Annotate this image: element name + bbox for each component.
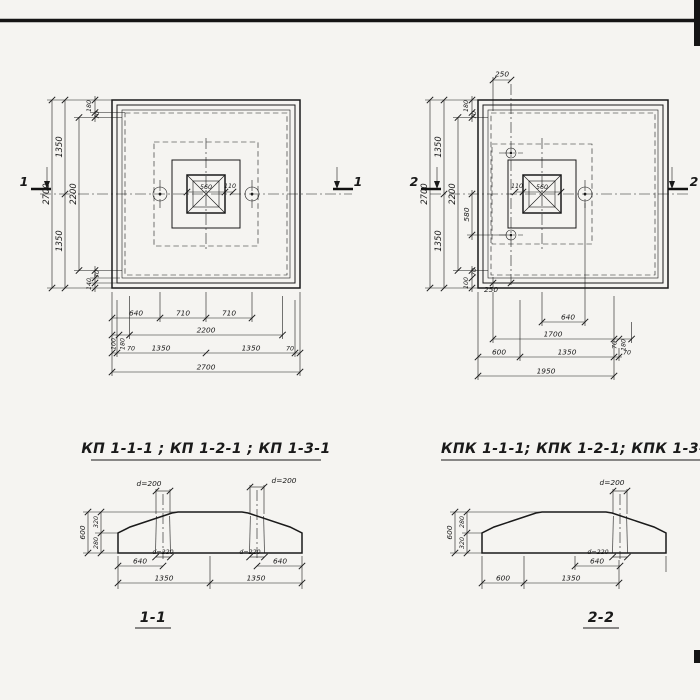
dim-600-b: 600: [492, 348, 506, 357]
dim-70-v-bot: 70: [94, 270, 101, 278]
dim-320-v: 320: [459, 537, 466, 549]
dim-580-v: 580: [462, 207, 471, 221]
plan-left: 1 1 2700 1350 1350 2200 180 70 70: [20, 96, 363, 376]
dim-100-v: 100: [463, 277, 470, 289]
dim-70-v-top: 70: [94, 111, 101, 119]
dim-70-bl: 70: [127, 346, 135, 353]
dim-1700-b: 1700: [544, 330, 563, 339]
dim-110: 110: [511, 183, 523, 190]
dim-180-v: 180: [463, 100, 470, 112]
dim-280-v: 280: [93, 537, 100, 549]
dim-70-v-top: 70: [471, 111, 478, 119]
series-title-right: КПК 1-1-1; КПК 1-2-1; КПК 1-3-1: [441, 441, 700, 457]
titles: КП 1-1-1 ; КП 1-2-1 ; КП 1-3-1 КПК 1-1-1…: [81, 441, 700, 461]
dim-1350-bot: 1350: [54, 230, 64, 251]
dim-2200-v: 2200: [68, 183, 78, 204]
dim-1950-b: 1950: [537, 367, 556, 376]
dim-640-left: 640: [133, 557, 147, 566]
section-1-1: d=200 d=200 d=220 d=220 600 320 280 640 …: [78, 476, 306, 629]
dim-180-b: 180: [120, 338, 127, 350]
cut-label-2-left: 2: [410, 174, 419, 189]
section-title-2-2: 2-2: [588, 610, 615, 626]
dim-d200: d=200: [600, 478, 625, 487]
dim-2200-b: 2200: [197, 326, 216, 335]
dim-560: 560: [200, 184, 212, 191]
dim-1350-bot: 1350: [433, 230, 443, 251]
dim-600-b: 600: [496, 574, 510, 583]
dim-d200-left: d=200: [137, 479, 162, 488]
plan-right: 2 2 250 250: [410, 70, 699, 380]
section-cut-1-right: 1: [333, 167, 363, 191]
dim-640-b: 640: [561, 313, 575, 322]
dim-70-b2: 70: [623, 350, 631, 357]
dim-140-v: 140: [86, 278, 93, 290]
dim-710-r: 710: [222, 309, 236, 318]
section-2-2: d=200 d=220 600 280 320 640 600 1350 2-2: [445, 478, 667, 629]
dim-250-bot: 250: [484, 285, 498, 294]
dim-d200-right: d=200: [272, 476, 297, 485]
dim-1350-br: 1350: [242, 344, 261, 353]
dim-1350-top: 1350: [54, 136, 64, 157]
dim-600-v: 600: [445, 525, 454, 539]
dim-70-v-bot: 70: [471, 268, 478, 276]
dim-2200-v: 2200: [447, 183, 457, 204]
dim-640: 640: [590, 557, 604, 566]
dim-640-b: 640: [129, 309, 143, 318]
dim-2700-v: 2700: [419, 183, 429, 204]
dim-1350-right: 1350: [247, 574, 266, 583]
cut-label-1-right: 1: [354, 174, 363, 189]
dim-d220-left: d=220: [152, 549, 173, 556]
dim-180-v: 180: [86, 100, 93, 112]
dim-100-b: 100: [111, 338, 118, 350]
dim-180-b: 180: [621, 339, 628, 351]
series-title-left: КП 1-1-1 ; КП 1-2-1 ; КП 1-3-1: [81, 441, 330, 457]
sheet-frame: [0, 0, 700, 663]
dim-710-l: 710: [176, 309, 190, 318]
dim-70-br: 70: [286, 346, 294, 353]
dim-1350-bl: 1350: [152, 344, 171, 353]
dim-d220-right: d=220: [239, 549, 260, 556]
dim-2700-b: 2700: [197, 363, 216, 372]
dim-2700-v: 2700: [41, 183, 51, 204]
section-title-1-1: 1-1: [140, 610, 167, 626]
cut-label-2-right: 2: [690, 174, 699, 189]
dim-280-v: 280: [459, 516, 466, 528]
dim-1350-b: 1350: [558, 348, 577, 357]
dim-320-v: 320: [93, 516, 100, 528]
section-cut-2-right: 2: [668, 167, 699, 191]
dim-d220: d=220: [587, 549, 608, 556]
section-cut-2-left: 2: [410, 167, 441, 191]
section-cut-1-left: 1: [20, 167, 51, 191]
dim-250-top: 250: [495, 70, 509, 79]
dim-1350-b: 1350: [562, 574, 581, 583]
dim-640-right: 640: [273, 557, 287, 566]
dim-600-v: 600: [78, 525, 87, 539]
dim-110: 110: [224, 183, 236, 190]
cut-label-1-left: 1: [20, 174, 29, 189]
dim-1350-left: 1350: [155, 574, 174, 583]
dim-70-b: 70: [612, 341, 619, 349]
dim-560: 560: [536, 184, 548, 191]
dim-1350-top: 1350: [433, 136, 443, 157]
